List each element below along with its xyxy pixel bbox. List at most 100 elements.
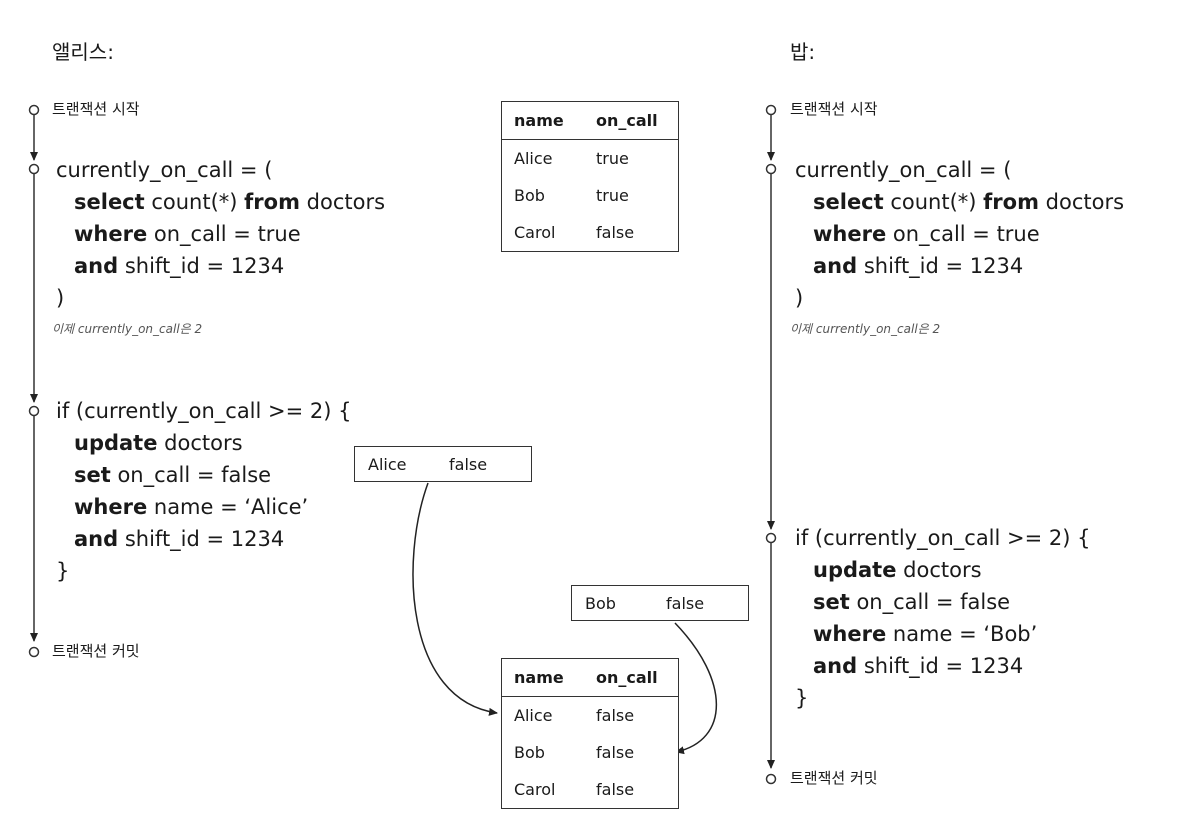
table-cell: Bob — [514, 743, 545, 762]
bob-write-name: Bob — [585, 593, 616, 613]
bob-kw-from: from — [983, 190, 1039, 214]
table-after-header-name: name — [501, 658, 584, 697]
alice-begin-label: 트랜잭션 시작 — [52, 100, 140, 118]
table-cell: Carol — [514, 780, 556, 799]
table-row: Carol false — [502, 771, 679, 809]
table-row: Bob false — [502, 734, 679, 771]
alice-write-value: false — [449, 454, 488, 474]
table-row: Alice true — [502, 140, 679, 178]
alice-write-box: Alice false — [354, 446, 532, 482]
alice-shift2-text: shift_id = 1234 — [118, 527, 285, 551]
alice-update-doctors: doctors — [157, 431, 243, 455]
table-cell: false — [596, 743, 635, 762]
alice-update-line: update doctors — [74, 427, 243, 459]
alice-oncall-text: on_call = true — [147, 222, 301, 246]
table-before-header-oncall: on_call — [584, 101, 679, 140]
alice-kw-update: update — [74, 431, 158, 455]
bob-update-line: update doctors — [813, 554, 982, 586]
alice-kw-from: from — [244, 190, 300, 214]
alice-kw-select: select — [74, 190, 145, 214]
table-after-header-oncall: on_call — [584, 658, 679, 697]
table-row: Alice false — [502, 697, 679, 735]
bob-kw-select: select — [813, 190, 884, 214]
table-before-header-name: name — [501, 101, 584, 140]
bob-kw-where: where — [813, 222, 887, 246]
alice-write-name: Alice — [368, 454, 407, 474]
bob-kw-set: set — [813, 590, 850, 614]
bob-doctors-text: doctors — [1038, 190, 1125, 214]
bob-query-open: currently_on_call = ( — [795, 158, 1012, 182]
alice-kw-set: set — [74, 463, 111, 487]
alice-shift-text: shift_id = 1234 — [118, 254, 285, 278]
table-cell: true — [596, 149, 629, 168]
alice-where-line: where on_call = true — [74, 218, 301, 250]
bob-where-line: where on_call = true — [813, 218, 1040, 250]
table-before: name on_call Alice true Bob true Carol f… — [501, 101, 679, 252]
bob-where2-line: where name = ‘Bob’ — [813, 618, 1037, 650]
alice-brace-close: } — [56, 559, 70, 583]
bob-begin-label: 트랜잭션 시작 — [790, 100, 878, 118]
table-before-header: name on_call — [501, 101, 679, 140]
table-cell: false — [596, 706, 635, 725]
alice-note: 이제 currently_on_call은 2 — [52, 322, 203, 336]
alice-kw-and2: and — [74, 527, 119, 551]
bob-note: 이제 currently_on_call은 2 — [790, 322, 941, 336]
table-cell: true — [596, 186, 629, 205]
table-cell: false — [596, 780, 635, 799]
bob-kw-update: update — [813, 558, 897, 582]
table-cell: Alice — [514, 149, 553, 168]
bob-oncall-text: on_call = true — [886, 222, 1040, 246]
alice-and-line: and shift_id = 1234 — [74, 250, 284, 282]
bob-kw-where2: where — [813, 622, 887, 646]
table-cell: Carol — [514, 223, 556, 242]
table-row: Carol false — [502, 214, 679, 252]
bob-name-text: name = ‘Bob’ — [886, 622, 1038, 646]
bob-select-line: select count(*) from doctors — [813, 186, 1124, 218]
alice-query-block: currently_on_call = ( — [56, 154, 272, 186]
bob-if-line: if (currently_on_call >= 2) { — [795, 526, 1091, 550]
alice-query-close: ) — [56, 286, 65, 310]
bob-and2-line: and shift_id = 1234 — [813, 650, 1023, 682]
bob-update-doctors: doctors — [896, 558, 982, 582]
bob-query-close: ) — [795, 286, 804, 310]
bob-set-line: set on_call = false — [813, 586, 1010, 618]
bob-commit-label: 트랜잭션 커밋 — [790, 769, 878, 787]
alice-set-line: set on_call = false — [74, 459, 271, 491]
bob-shift-text: shift_id = 1234 — [857, 254, 1024, 278]
table-cell: Alice — [514, 706, 553, 725]
bob-title: 밥: — [790, 40, 816, 64]
bob-write-box: Bob false — [571, 585, 749, 621]
alice-write-arrow — [412, 482, 498, 716]
bob-set-text: on_call = false — [849, 590, 1011, 614]
table-after: name on_call Alice false Bob false Carol… — [501, 658, 679, 809]
bob-count-text: count(*) — [883, 190, 984, 214]
bob-and-line: and shift_id = 1234 — [813, 250, 1023, 282]
alice-doctors-text: doctors — [299, 190, 386, 214]
alice-set-text: on_call = false — [110, 463, 272, 487]
alice-commit-label: 트랜잭션 커밋 — [52, 642, 140, 660]
alice-title: 앨리스: — [52, 40, 114, 64]
alice-name-text: name = ‘Alice’ — [147, 495, 309, 519]
alice-query-open: currently_on_call = ( — [56, 158, 273, 182]
alice-count-text: count(*) — [144, 190, 245, 214]
alice-kw-where: where — [74, 222, 148, 246]
bob-brace-close: } — [795, 686, 809, 710]
alice-kw-where2: where — [74, 495, 148, 519]
table-after-header: name on_call — [501, 658, 679, 697]
table-cell: Bob — [514, 186, 545, 205]
bob-shift2-text: shift_id = 1234 — [857, 654, 1024, 678]
bob-write-arrow — [674, 622, 718, 755]
alice-kw-and: and — [74, 254, 119, 278]
bob-kw-and2: and — [813, 654, 858, 678]
alice-select-line: select count(*) from doctors — [74, 186, 385, 218]
table-cell: false — [596, 223, 635, 242]
bob-write-value: false — [666, 593, 705, 613]
alice-timeline — [28, 104, 40, 658]
table-row: Bob true — [502, 177, 679, 214]
bob-timeline — [765, 104, 777, 785]
bob-kw-and: and — [813, 254, 858, 278]
alice-if-line: if (currently_on_call >= 2) { — [56, 399, 352, 423]
alice-where2-line: where name = ‘Alice’ — [74, 491, 308, 523]
alice-and2-line: and shift_id = 1234 — [74, 523, 284, 555]
